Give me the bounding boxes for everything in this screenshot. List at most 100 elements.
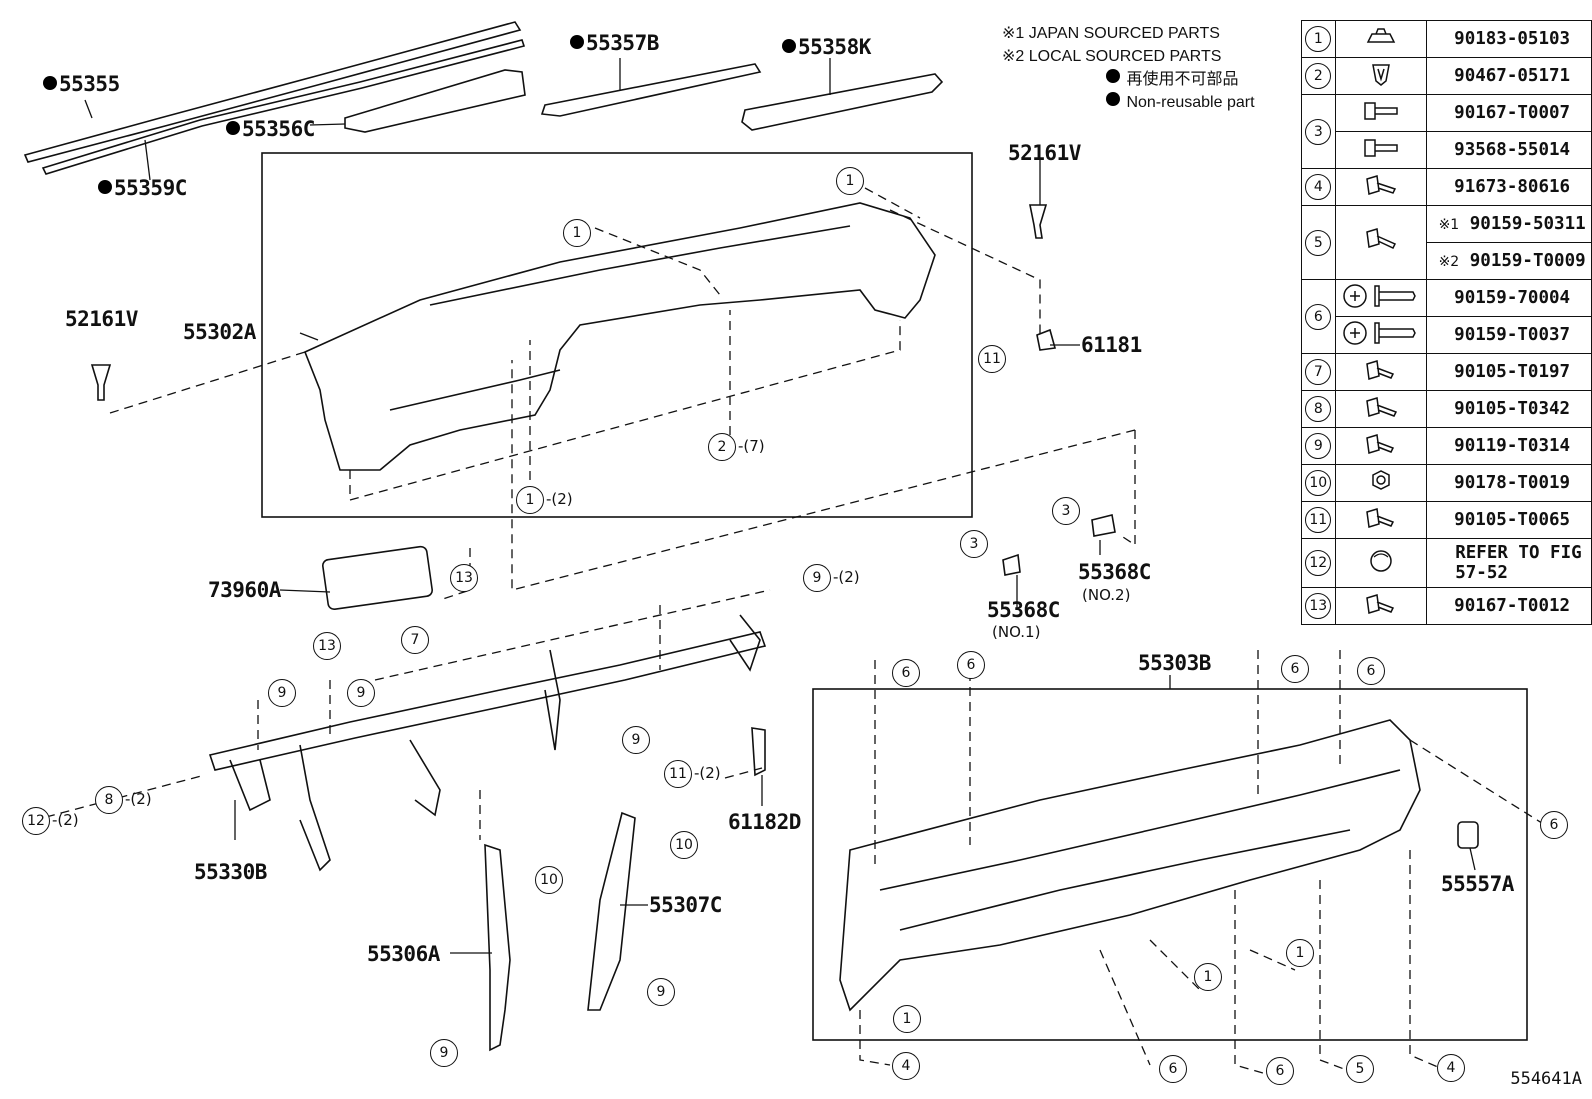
upper-box (261, 152, 973, 518)
callout-1: 1 (563, 219, 591, 247)
sourcing-mark: ※2 (1438, 254, 1460, 270)
row-number: 2 (1305, 63, 1332, 89)
note-nonreusable-en: Non-reusable part (1126, 94, 1255, 111)
callout-1: 1 (836, 167, 864, 195)
note-japan-sourced: ※1 JAPAN SOURCED PARTS (1002, 25, 1220, 42)
part-55355[interactable]: 55355 (43, 72, 120, 96)
callout-9: 9 (430, 1039, 458, 1067)
quantity-2: -(2) (52, 811, 79, 829)
reinforcement-tube (208, 631, 767, 771)
part-55357b[interactable]: 55357B (570, 31, 659, 55)
fastener-table: 1 90183-05103 2 90467-05171 3 90167-T000… (1301, 20, 1592, 625)
table-row[interactable]: 13 90167-T0012 (1301, 587, 1592, 625)
callout-6: 6 (1357, 657, 1385, 685)
callout-1: 1 (1194, 963, 1222, 991)
table-row[interactable]: 90159-T0037 (1302, 316, 1592, 354)
clip-icon (1372, 63, 1390, 86)
table-row[interactable]: 11 90105-T0065 (1301, 501, 1592, 539)
part-55368c-no1[interactable]: 55368C (987, 598, 1060, 622)
table-row[interactable]: 8 90105-T0342 (1301, 390, 1592, 428)
part-61182d[interactable]: 61182D (728, 810, 801, 834)
part-52161v-left[interactable]: 52161V (65, 307, 138, 331)
table-row[interactable]: ※2 90159-T0009 (1302, 242, 1592, 280)
quantity-2: -(2) (546, 490, 573, 508)
row-number: 1 (1305, 26, 1332, 52)
note-nonreusable-jp: 再使用不可部品 (1126, 71, 1239, 88)
table-row[interactable]: 9 90119-T0314 (1301, 427, 1592, 465)
callout-13: 13 (313, 632, 341, 660)
callout-9: 9 (647, 978, 675, 1006)
part-number: 90159-T0037 (1426, 316, 1592, 354)
part-number: 90105-T0342 (1426, 390, 1592, 428)
cap-icon (1370, 549, 1392, 572)
part-55307c[interactable]: 55307C (649, 893, 722, 917)
part-55368c-no2[interactable]: 55368C (1078, 560, 1151, 584)
part-73960a[interactable]: 73960A (208, 578, 281, 602)
table-row[interactable]: 7 90105-T0197 (1301, 353, 1592, 391)
quantity-2: -(2) (694, 764, 721, 782)
part-55302a[interactable]: 55302A (183, 320, 256, 344)
nonreusable-dot-icon (1106, 69, 1120, 83)
row-number: 10 (1305, 470, 1332, 496)
part-55358k[interactable]: 55358K (782, 35, 871, 59)
part-55359c[interactable]: 55359C (98, 176, 187, 200)
molding-55359c (41, 39, 526, 175)
callout-6: 6 (1540, 811, 1568, 839)
callout-10: 10 (535, 866, 563, 894)
part-52161v-right[interactable]: 52161V (1008, 141, 1081, 165)
row-number: 7 (1305, 359, 1332, 385)
part-61181[interactable]: 61181 (1081, 333, 1142, 357)
part-number: 90159-70004 (1426, 279, 1592, 317)
table-row[interactable]: 10 90178-T0019 (1301, 464, 1592, 502)
screw-icon (1343, 320, 1416, 345)
bolt-icon (1366, 507, 1394, 528)
row-number: 4 (1305, 174, 1332, 200)
callout-11: 11 (978, 345, 1006, 373)
table-row[interactable]: 93568-55014 (1302, 131, 1592, 169)
note-local-sourced: ※2 LOCAL SOURCED PARTS (1002, 48, 1222, 65)
part-number: 91673-80616 (1426, 168, 1592, 206)
table-row[interactable]: 1 90183-05103 (1301, 20, 1592, 58)
lower-box (812, 688, 1528, 1041)
quantity-2: -(2) (833, 568, 860, 586)
bolt-icon (1366, 433, 1394, 454)
panel-55358k (741, 73, 944, 131)
screw-icon (1364, 101, 1398, 120)
part-number: 90178-T0019 (1426, 464, 1592, 502)
callout-6: 6 (1266, 1057, 1294, 1085)
part-number: 90183-05103 (1426, 20, 1592, 58)
part-number: 90167-T0012 (1426, 587, 1592, 625)
part-number: 93568-55014 (1426, 131, 1592, 169)
part-55330b[interactable]: 55330B (194, 860, 267, 884)
callout-9: 9 (268, 679, 296, 707)
callout-13: 13 (450, 564, 478, 592)
figure-id: 554641A (1510, 1069, 1582, 1089)
part-55356c[interactable]: 55356C (226, 117, 315, 141)
row-number: 5 (1305, 229, 1332, 256)
callout-3: 3 (1052, 497, 1080, 525)
airbag-73960a (322, 545, 433, 611)
part-55557a[interactable]: 55557A (1441, 872, 1514, 896)
table-row[interactable]: 2 90467-05171 (1301, 57, 1592, 95)
table-row[interactable]: 12 REFER TO FIG 57-52 (1301, 538, 1592, 588)
nonreusable-dot-icon (1106, 92, 1120, 106)
table-row[interactable]: 5 ※1 90159-50311 (1301, 205, 1592, 280)
panel-55357b (540, 63, 762, 117)
callout-6: 6 (1281, 655, 1309, 683)
part-55303b[interactable]: 55303B (1138, 651, 1211, 675)
table-row[interactable]: 3 90167-T0007 (1301, 94, 1592, 169)
callout-11: 11 (664, 760, 692, 788)
callout-8: 8 (95, 786, 123, 814)
row-number: 12 (1305, 550, 1332, 576)
callout-1: 1 (893, 1005, 921, 1033)
callout-9: 9 (347, 679, 375, 707)
callout-1: 1 (516, 486, 544, 514)
table-row[interactable]: 4 91673-80616 (1301, 168, 1592, 206)
bolt-icon (1366, 228, 1396, 249)
part-number: 90119-T0314 (1426, 427, 1592, 465)
table-row[interactable]: 6 90159-70004 (1301, 279, 1592, 354)
part-number: REFER TO FIG 57-52 (1426, 538, 1592, 588)
part-55306a[interactable]: 55306A (367, 942, 440, 966)
row-number: 13 (1305, 593, 1332, 619)
